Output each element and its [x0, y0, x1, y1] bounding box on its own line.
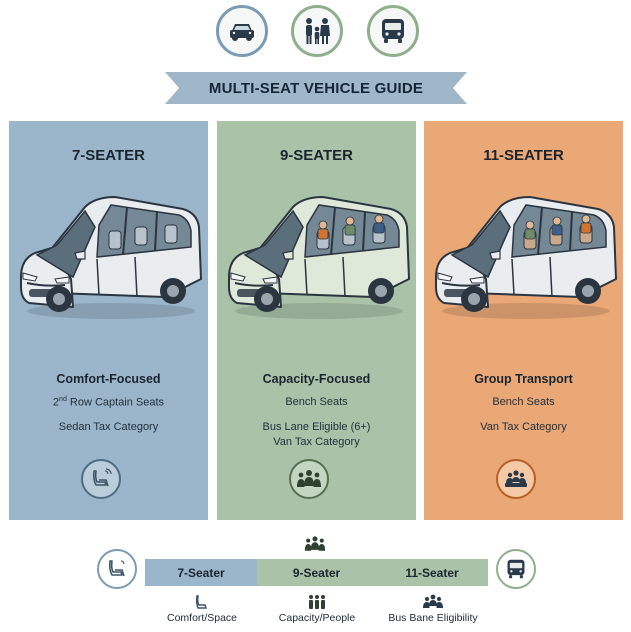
column-7-seater: 7-SEATER Comfort-Focused 2nd Row Captain… [9, 121, 208, 520]
legend-capacity: Capacity/People [278, 612, 356, 624]
bus-circle [367, 5, 419, 57]
page-title: MULTI-SEAT VEHICLE GUIDE [208, 79, 424, 97]
car-icon [230, 24, 254, 41]
bar-segment-7: 7-Seater [145, 559, 257, 586]
group-transport-icon-circle [496, 459, 536, 499]
column-subtitle: Comfort-Focused [56, 372, 161, 386]
column-title: 9-SEATER [279, 147, 354, 164]
people-group-icon [297, 470, 321, 487]
van-illustration [228, 196, 410, 319]
column-line-2: Van Tax Category [480, 421, 567, 433]
title-banner: MULTI-SEAT VEHICLE GUIDE [165, 72, 467, 104]
people-group-icon [304, 536, 326, 551]
legend-bus-bane: Bus Bane Eligibility [388, 612, 478, 624]
car-circle [216, 5, 268, 57]
group-transport-icon [505, 470, 527, 487]
people-icon-top [304, 533, 326, 555]
people-group-icon-circle [289, 459, 329, 499]
family-circle [291, 5, 343, 57]
column-9-seater: 9-SEATER Capacity-Focused Bench Seats Bu… [217, 121, 416, 520]
column-line-1: Bench Seats [285, 396, 348, 408]
column-line-3: Van Tax Category [273, 436, 360, 448]
legend-comfort: Comfort/Space [166, 612, 238, 624]
column-line-2: Bus Lane Eligible (6+) [262, 421, 371, 433]
bar-segment-9: 9-Seater [257, 559, 376, 586]
column-title: 11-SEATER [483, 147, 564, 164]
family-icon [306, 18, 330, 44]
seat-icon-left-circle [97, 549, 137, 589]
bar-segment-11: 11-Seater [376, 559, 488, 586]
column-line-1: Bench Seats [492, 396, 555, 408]
column-subtitle: Group Transport [474, 372, 573, 386]
group-legend-icon [423, 594, 443, 610]
seat-icon [108, 560, 125, 577]
bus-icon [382, 19, 404, 43]
people-legend-icon [307, 594, 327, 610]
van-illustration [435, 196, 617, 319]
bus-icon-right-circle [496, 549, 536, 589]
bus-icon [507, 559, 525, 579]
seat-legend-icon [195, 594, 215, 610]
seat-icon-circle [81, 459, 121, 499]
seat-icon [92, 468, 112, 487]
column-title: 7-SEATER [71, 147, 146, 164]
column-line-2: Sedan Tax Category [58, 421, 159, 433]
column-subtitle: Capacity-Focused [262, 372, 371, 386]
column-11-seater: 11-SEATER Group Transport Bench Seats Va… [424, 121, 623, 520]
van-illustration [20, 196, 202, 319]
column-line-1: 2nd Row Captain Seats [52, 396, 165, 409]
